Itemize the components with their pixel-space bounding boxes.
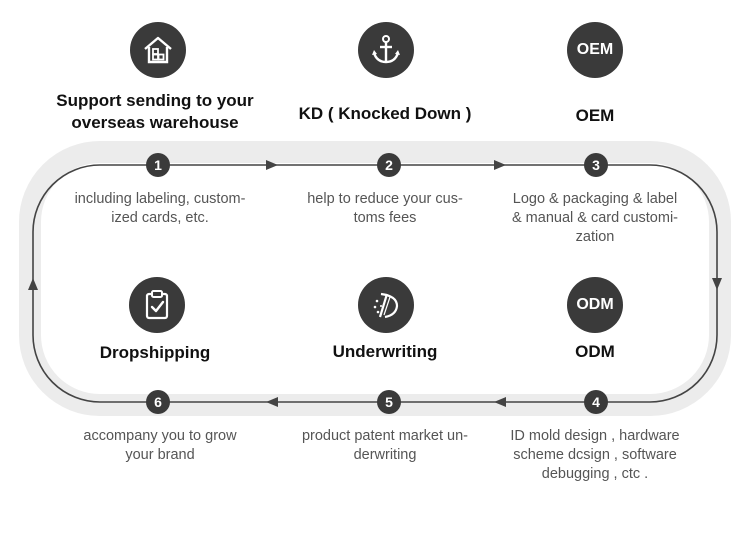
step-1-title-line1: Support sending to your [56, 91, 254, 110]
step-1-title: Support sending to your overseas warehou… [30, 90, 280, 134]
clipboard-check-icon [129, 277, 185, 333]
step-5-title: Underwriting [332, 342, 438, 361]
step-2-desc-line1: help to reduce your cus- [307, 191, 463, 207]
step-2-desc-line2: toms fees [353, 210, 417, 226]
step-4-desc: ID mold design , hardware scheme dcsign … [485, 427, 705, 484]
step-6-desc-line1: accompany you to grow [83, 428, 237, 444]
step-4-desc-line1: ID mold design , hardware [510, 428, 680, 444]
oem-icon-label: OEM [576, 41, 614, 58]
step-4-badge: 4 [584, 390, 608, 414]
step-6-desc: accompany you to grow your brand [40, 427, 280, 465]
step-2-badge: 2 [377, 153, 401, 177]
oem-icon: OEM [567, 22, 623, 78]
step-5-desc: product patent market un- derwriting [270, 427, 500, 465]
arrow-left-icon [494, 397, 506, 407]
step-3-desc-line2: & manual & card customi- [511, 210, 678, 226]
step-5-desc-line1: product patent market un- [301, 428, 469, 444]
step-3-desc-line1: Logo & packaging & label [512, 191, 678, 207]
warehouse-icon [130, 22, 186, 78]
step-1-desc-line2: ized cards, etc. [111, 210, 209, 226]
arrow-up-icon [28, 278, 38, 290]
step-3-badge: 3 [584, 153, 608, 177]
step-5-badge: 5 [377, 390, 401, 414]
step-3-desc: Logo & packaging & label & manual & card… [485, 190, 705, 247]
odm-icon: ODM [567, 277, 623, 333]
step-5-desc-line2: derwriting [353, 447, 417, 463]
step-4-desc-line2: scheme dcsign , software [513, 447, 677, 463]
step-1-title-line2: overseas warehouse [71, 113, 239, 132]
step-4-title: ODM [575, 342, 615, 361]
step-1-badge: 1 [146, 153, 170, 177]
step-6-title: Dropshipping [99, 343, 211, 362]
anchor-icon [358, 22, 414, 78]
arrow-right-icon [266, 160, 278, 170]
step-3-title: OEM [575, 106, 615, 125]
step-6-desc-line2: your brand [125, 447, 195, 463]
step-2-desc: help to reduce your cus- toms fees [270, 190, 500, 228]
underwriting-icon [358, 277, 414, 333]
step-3-desc-line3: zation [575, 229, 615, 245]
odm-icon-label: ODM [576, 296, 614, 313]
step-4-desc-line3: debugging , ctc . [541, 466, 649, 482]
step-6-badge: 6 [146, 390, 170, 414]
step-1-desc-line1: including labeling, custom- [74, 191, 246, 207]
step-2-title: KD ( Knocked Down ) [298, 104, 472, 123]
arrow-left-icon [266, 397, 278, 407]
arrow-down-icon [712, 278, 722, 290]
step-1-desc: including labeling, custom- ized cards, … [40, 190, 280, 228]
arrow-right-icon [494, 160, 506, 170]
